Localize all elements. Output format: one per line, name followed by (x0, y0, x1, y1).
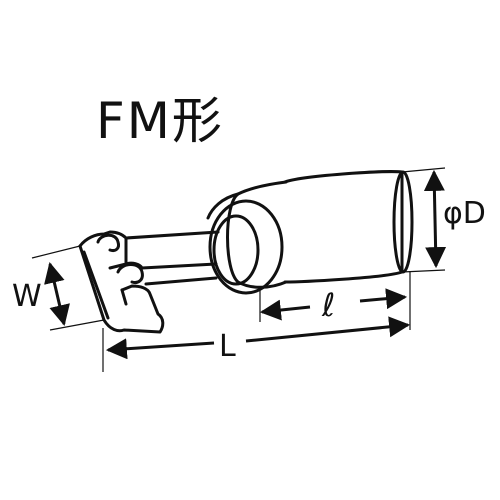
l-label: L (219, 329, 236, 364)
blade-plate-inner (82, 250, 110, 320)
lower-tab-curl (116, 263, 144, 284)
collar-body (226, 180, 288, 289)
ext-w-bottom (49, 319, 105, 331)
upper-tab-curl (96, 233, 120, 252)
w-label: W (12, 279, 42, 314)
ell-arrow-left (259, 299, 311, 321)
d-label: φD (443, 196, 486, 231)
l-arrow-right (245, 316, 411, 343)
ext-d-top (401, 167, 446, 173)
d-arrow (423, 169, 447, 269)
barrel-ring (208, 199, 284, 295)
ext-w-top (31, 245, 81, 259)
ell-arrow-right (359, 288, 408, 310)
tab-rib (144, 276, 218, 286)
upper-tab (78, 230, 220, 248)
collar-ridge (206, 192, 240, 220)
ext-d-bottom (401, 269, 446, 273)
blade-plate (78, 244, 165, 334)
sleeve-body (283, 170, 404, 284)
w-arrow (44, 261, 70, 327)
ell-label: ℓ (321, 286, 335, 324)
l-arrow-left (105, 338, 215, 360)
blade-step (120, 288, 128, 306)
product-title: FM形 (96, 92, 224, 150)
barrel-inner-ring (212, 214, 260, 286)
